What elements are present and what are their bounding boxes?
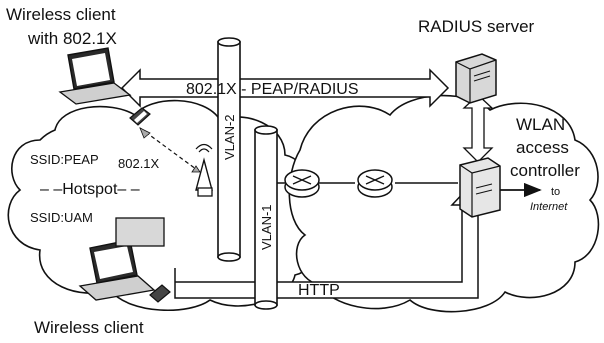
router-icon bbox=[285, 170, 319, 197]
peap-radius-label: 802.1X - PEAP/RADIUS bbox=[186, 81, 359, 98]
hotspot-label: – –Hotspot– – bbox=[40, 181, 140, 198]
router-icon bbox=[358, 170, 392, 197]
to-label: to bbox=[551, 186, 560, 198]
dot1x-label: 802.1X bbox=[118, 156, 160, 171]
vlan1-label: VLAN-1 bbox=[259, 204, 274, 250]
controller-icon bbox=[460, 158, 500, 217]
client-bottom-label: Wireless client bbox=[34, 318, 144, 337]
server-icon bbox=[456, 54, 496, 103]
ssid-peap-label: SSID:PEAP bbox=[30, 152, 99, 167]
wlan-label-line1: WLAN bbox=[516, 115, 565, 134]
laptop-icon bbox=[60, 48, 130, 104]
internet-label: Internet bbox=[530, 201, 568, 213]
client-8021x-title-line1: Wireless client bbox=[6, 5, 116, 24]
http-label: HTTP bbox=[298, 282, 340, 299]
wlan-label-line3: controller bbox=[510, 161, 580, 180]
radius-server-label: RADIUS server bbox=[418, 17, 535, 36]
client-8021x-title-line2: with 802.1X bbox=[27, 29, 117, 48]
vlan2-label: VLAN-2 bbox=[222, 114, 237, 160]
wlan-label-line2: access bbox=[516, 138, 569, 157]
ssid-uam-label: SSID:UAM bbox=[30, 210, 93, 225]
pc-tower-icon bbox=[116, 218, 164, 246]
